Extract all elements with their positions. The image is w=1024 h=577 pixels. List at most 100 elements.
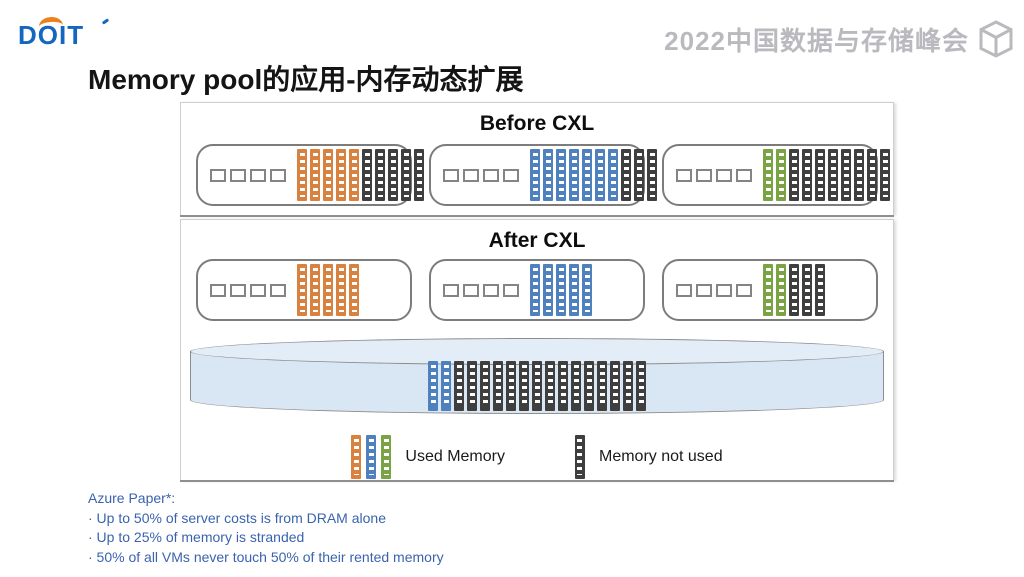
dimm-rungs: [325, 268, 331, 312]
dimm-dark: [621, 149, 631, 201]
dimm-rungs: [636, 153, 642, 197]
dimm-dark: [802, 264, 812, 316]
dimm-rungs: [299, 268, 305, 312]
note-line: · Up to 25% of memory is stranded: [88, 529, 305, 545]
note-line: · Up to 50% of server costs is from DRAM…: [88, 509, 386, 526]
dimm-rungs: [416, 153, 422, 197]
azure-notes: Azure Paper*: · Up to 50% of server cost…: [88, 489, 444, 567]
dimm-rungs: [584, 153, 590, 197]
legend-unused-swatches: [574, 435, 585, 479]
dimm-rungs: [882, 153, 888, 197]
dimm-rungs: [312, 268, 318, 312]
dimm-dark: [545, 361, 555, 411]
cpu-slot: [270, 283, 286, 297]
dimm-dark: [467, 361, 477, 411]
dimm-row: [297, 149, 424, 201]
cpu-slot: [676, 168, 692, 182]
cpu-slot: [463, 168, 479, 182]
dimm-blue: [530, 149, 540, 201]
dimm-rungs: [534, 365, 540, 407]
cpu-slot: [443, 283, 459, 297]
dimm-rungs: [532, 153, 538, 197]
dimm-dark: [571, 361, 581, 411]
dimm-orange: [336, 264, 346, 316]
dimm-rungs: [638, 365, 644, 407]
dimm-orange: [323, 264, 333, 316]
dimm-rungs: [403, 153, 409, 197]
dimm-orange: [351, 435, 362, 479]
before-cxl-title: Before CXL: [479, 112, 595, 135]
before-server-row: [181, 144, 893, 206]
dimm-dark: [558, 361, 568, 411]
dimm-rungs: [508, 365, 514, 407]
dimm-blue: [569, 264, 579, 316]
cpu-slot: [696, 283, 712, 297]
dimm-row: [530, 149, 657, 201]
dimm-dark: [789, 264, 799, 316]
cpu-slot: [676, 283, 692, 297]
dimm-blue: [441, 361, 451, 411]
dimm-rungs: [532, 268, 538, 312]
cpu-slot: [696, 168, 712, 182]
dimm-blue: [530, 264, 540, 316]
notes-heading: Azure Paper*:: [88, 490, 176, 506]
cpu-slots: [676, 168, 752, 182]
dimm-orange: [297, 264, 307, 316]
dimm-dark: [634, 149, 644, 201]
memory-pool-dimms: [428, 361, 646, 411]
cpu-slot: [716, 168, 732, 182]
after-cxl-title: After CXL: [488, 229, 586, 252]
server-node: [196, 259, 412, 321]
dimm-rungs: [443, 365, 449, 407]
dimm-rungs: [778, 268, 784, 312]
server-node: [429, 259, 645, 321]
dimm-rungs: [377, 153, 383, 197]
cpu-slot: [503, 168, 519, 182]
dimm-blue: [556, 264, 566, 316]
dimm-orange: [310, 149, 320, 201]
dimm-rungs: [368, 439, 374, 475]
dimm-rungs: [612, 365, 618, 407]
dimm-green: [763, 149, 773, 201]
dimm-rungs: [312, 153, 318, 197]
dimm-orange: [323, 149, 333, 201]
cpu-slot: [210, 283, 226, 297]
dimm-orange: [297, 149, 307, 201]
summit-header: 2022中国数据与存储峰会: [664, 20, 1014, 58]
dimm-rungs: [558, 268, 564, 312]
dimm-row: [297, 264, 359, 316]
dimm-blue: [428, 361, 438, 411]
dimm-orange: [349, 264, 359, 316]
notes-list: · Up to 50% of server costs is from DRAM…: [88, 509, 444, 568]
dimm-dark: [532, 361, 542, 411]
dimm-rungs: [558, 153, 564, 197]
dimm-rungs: [817, 153, 823, 197]
dimm-dark: [789, 149, 799, 201]
legend-used-swatches: [351, 435, 392, 479]
legend-unused-label: Memory not used: [598, 448, 723, 465]
dimm-rungs: [571, 153, 577, 197]
dimm-rungs: [351, 153, 357, 197]
dimm-dark: [597, 361, 607, 411]
doit-logo: DOIT: [18, 16, 118, 54]
dimm-blue: [595, 149, 605, 201]
cpu-slot: [463, 283, 479, 297]
dimm-dark: [867, 149, 877, 201]
cpu-slots: [210, 168, 286, 182]
dimm-blue: [569, 149, 579, 201]
dimm-rungs: [599, 365, 605, 407]
dimm-dark: [854, 149, 864, 201]
dimm-dark: [401, 149, 411, 201]
dimm-rungs: [830, 153, 836, 197]
dimm-orange: [336, 149, 346, 201]
after-server-row: [181, 259, 893, 321]
cpu-slot: [503, 283, 519, 297]
cpu-slot: [250, 283, 266, 297]
dimm-dark: [375, 149, 385, 201]
dimm-blue: [543, 264, 553, 316]
dimm-rungs: [338, 153, 344, 197]
dimm-dark: [647, 149, 657, 201]
dimm-dark: [388, 149, 398, 201]
dimm-rungs: [469, 365, 475, 407]
dimm-rungs: [817, 268, 823, 312]
